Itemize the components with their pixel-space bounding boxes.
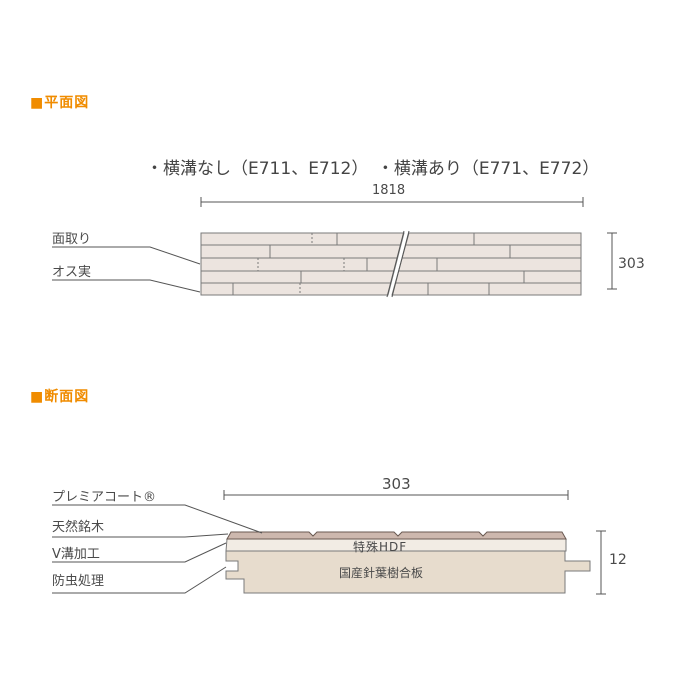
plan-view-title: ■平面図 (30, 95, 90, 111)
break-mark (386, 230, 410, 298)
thickness-label: 12 (609, 552, 627, 568)
width-dimension-label: 303 (618, 256, 645, 272)
plan-board-left (200, 232, 405, 296)
section-width-label: 303 (382, 475, 411, 493)
veneer-layer (226, 531, 567, 540)
section-leader-lines (52, 504, 263, 594)
length-dimension-label: 1818 (372, 183, 406, 198)
plywood-layer-label: 国産針葉樹合板 (339, 566, 424, 580)
v-groove-label: V溝加工 (52, 547, 100, 562)
thickness-dimension-line (596, 530, 606, 595)
chamfer-label: 面取り (52, 232, 92, 247)
natural-veneer-label: 天然銘木 (52, 520, 105, 535)
plan-board-right (391, 232, 582, 296)
section-view-title: ■断面図 (30, 389, 90, 405)
hdf-layer-label: 特殊HDF (353, 540, 408, 554)
insect-treatment-label: 防虫処理 (52, 574, 105, 589)
width-dimension-line (607, 232, 617, 290)
plywood-layer (225, 550, 591, 594)
section-width-dimension-line (223, 490, 569, 500)
male-tongue-label: オス実 (52, 265, 92, 280)
premia-coat-label: プレミアコート® (52, 490, 157, 505)
plan-leader-lines (52, 246, 201, 293)
length-dimension-line (200, 197, 584, 207)
variant-labels: ・横溝なし（E711、E712） ・横溝あり（E771、E772） (146, 159, 600, 179)
